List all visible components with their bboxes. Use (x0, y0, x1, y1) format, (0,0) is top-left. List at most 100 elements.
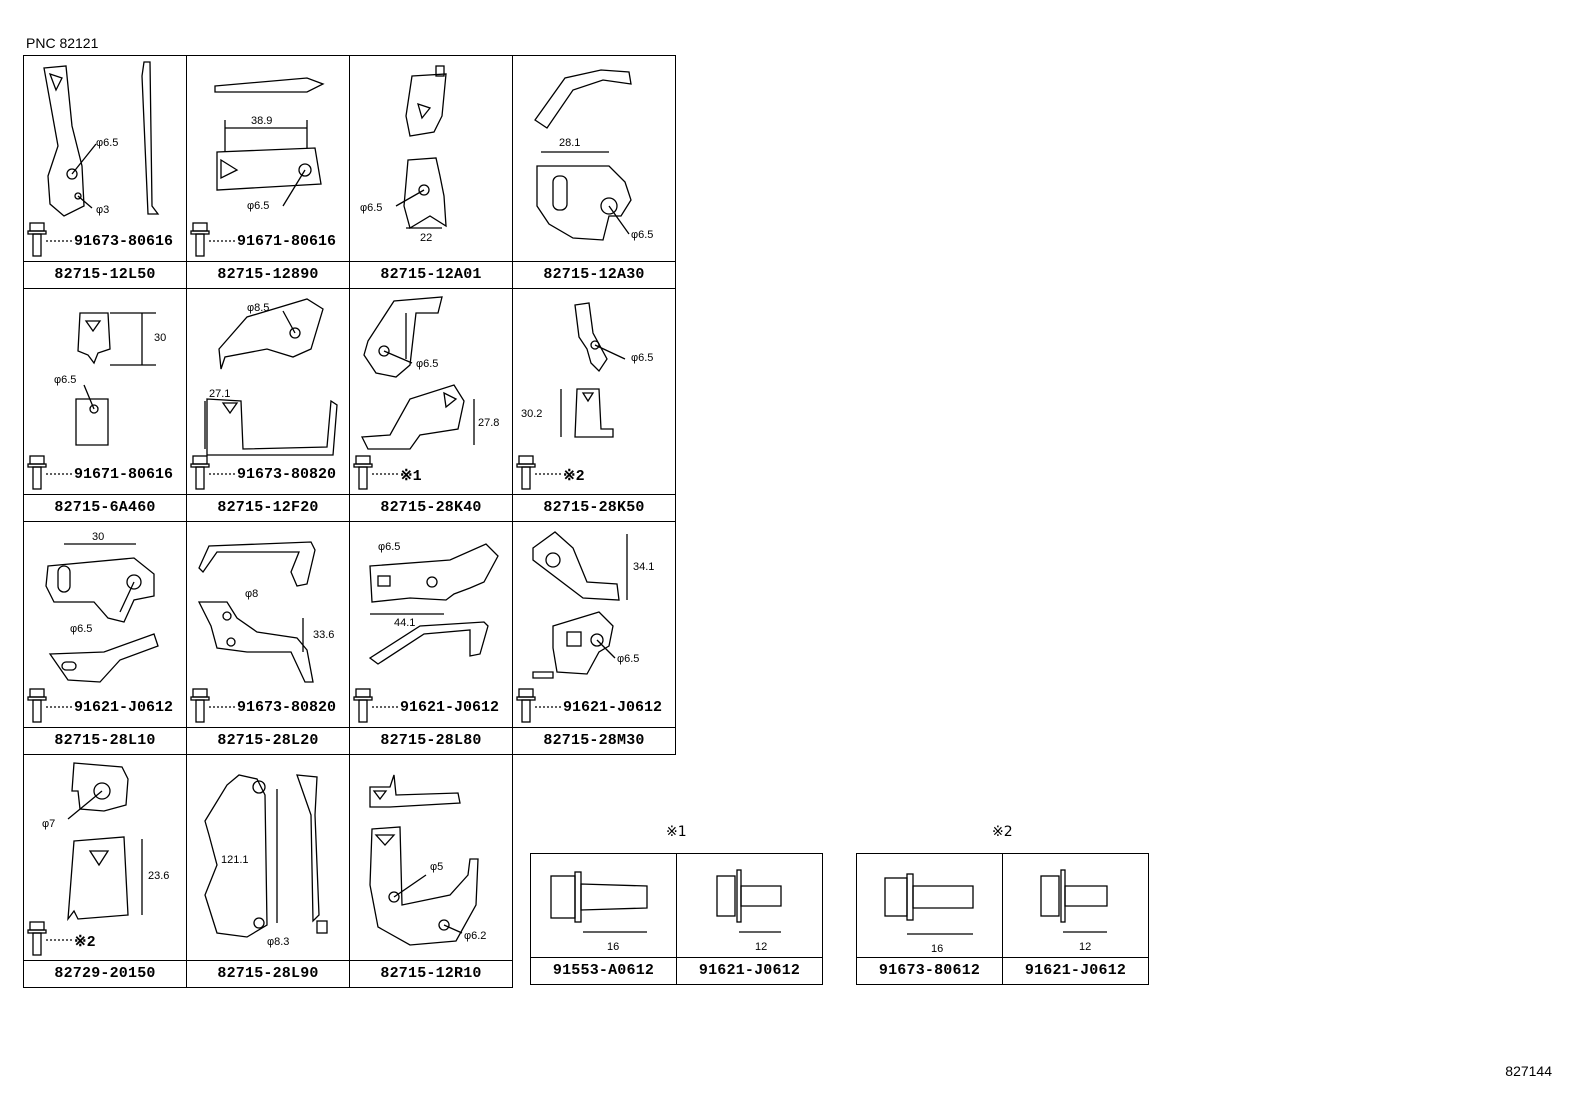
dim-label: φ6.5 (631, 352, 653, 364)
part-cell[interactable]: 30 φ6.5 91671-80616 82715-6A460 (23, 288, 187, 522)
dim-label: 27.8 (478, 417, 499, 429)
dim-label: 30 (92, 531, 104, 543)
dim-label: 30.2 (521, 408, 542, 420)
bolt-number: ※2 (74, 932, 96, 951)
parts-grid: φ6.5 φ3 91673-80616 82715-12L50 38.9 φ6.… (23, 55, 676, 988)
part-number[interactable]: 82715-12A30 (513, 261, 675, 288)
part-number[interactable]: 82729-20150 (24, 960, 186, 987)
dim-label: 27.1 (209, 388, 230, 400)
part-number[interactable]: 82715-28L20 (187, 727, 349, 754)
part-number[interactable]: 82715-12890 (187, 261, 349, 288)
bracket-drawing: φ6.5 44.1 (368, 541, 499, 665)
kit-item[interactable]: 12 91621-J0612 (1002, 853, 1149, 985)
part-cell[interactable]: φ7 23.6 ※2 82729-20150 (23, 754, 187, 988)
bolt-icon (27, 455, 74, 490)
part-cell[interactable]: 34.1 φ6.5 91621-J0612 82715-28M30 (512, 521, 676, 755)
dim-label: 28.1 (559, 137, 580, 149)
part-cell[interactable]: φ6.5 30.2 ※2 82715-28K50 (512, 288, 676, 522)
part-number[interactable]: 82715-28K50 (513, 494, 675, 521)
part-cell[interactable]: φ6.5 27.8 ※1 82715-28K40 (349, 288, 513, 522)
dim-label: φ6.5 (70, 623, 92, 635)
dim-label: φ5 (430, 861, 443, 873)
part-number[interactable]: 82715-28M30 (513, 727, 675, 754)
kit-item[interactable]: 16 91673-80612 (856, 853, 1003, 985)
bolt-number: 91671-80616 (74, 466, 174, 483)
part-cell[interactable]: φ6.5 44.1 91621-J0612 82715-28L80 (349, 521, 513, 755)
part-cell[interactable]: φ8.5 27.1 91673-80820 82715-12F20 (186, 288, 350, 522)
part-number[interactable]: 82715-6A460 (24, 494, 186, 521)
dim-label: φ7 (42, 818, 55, 830)
bolt-number: 91621-J0612 (74, 699, 174, 716)
bolt-icon (516, 688, 563, 723)
part-number[interactable]: 91553-A0612 (531, 957, 676, 984)
dim-label: 16 (931, 943, 943, 955)
dim-label: φ6.5 (617, 653, 639, 665)
dim-label: 12 (755, 941, 767, 953)
bracket-drawing: φ6.5 22 (360, 65, 447, 244)
part-cell[interactable]: 38.9 φ6.5 91671-80616 82715-12890 (186, 55, 350, 289)
bolt-number: ※2 (563, 466, 585, 485)
kit-item[interactable]: 12 91621-J0612 (676, 853, 823, 985)
part-number[interactable]: 82715-28L90 (187, 960, 349, 987)
dim-label: φ3 (96, 204, 109, 216)
flange-bolt-icon: 16 (550, 871, 648, 953)
dim-label: φ6.5 (416, 358, 438, 370)
part-cell[interactable]: φ6.5 φ3 91673-80616 82715-12L50 (23, 55, 187, 289)
bolt-number: 91673-80820 (237, 466, 337, 483)
bolt-number: 91673-80820 (237, 699, 337, 716)
bolt-icon (353, 688, 400, 723)
bracket-drawing: φ8.5 27.1 (204, 298, 338, 456)
dim-label: 23.6 (148, 870, 169, 882)
bracket-drawing: φ6.5 φ3 (43, 61, 160, 217)
bracket-drawing: φ6.5 30.2 (521, 302, 653, 438)
dim-label: φ6.5 (378, 541, 400, 553)
bolt-number: 91671-80616 (237, 233, 337, 250)
bracket-drawing: 121.1 φ8.3 (204, 774, 328, 948)
part-cell[interactable]: φ6.5 22 82715-12A01 (349, 55, 513, 289)
dim-label: 38.9 (251, 115, 272, 127)
part-cell[interactable]: φ8 33.6 91673-80820 82715-28L20 (186, 521, 350, 755)
part-cell[interactable]: 30 φ6.5 91621-J0612 82715-28L10 (23, 521, 187, 755)
bracket-drawing: φ8 33.6 (197, 541, 334, 683)
bolt-number: 91621-J0612 (563, 699, 663, 716)
washer-bolt-icon: 12 (716, 869, 782, 953)
bracket-drawing: 34.1 φ6.5 (532, 531, 654, 679)
reference-code: 827144 (1505, 1063, 1552, 1079)
bolt-icon (27, 688, 74, 723)
dim-label: φ8 (245, 588, 258, 600)
flange-bolt-icon: 16 (884, 873, 974, 955)
dim-label: 30 (154, 332, 166, 344)
dim-label: φ6.5 (54, 374, 76, 386)
kit-item[interactable]: 16 91553-A0612 (530, 853, 677, 985)
part-number[interactable]: 82715-12L50 (24, 261, 186, 288)
part-number[interactable]: 82715-28L10 (24, 727, 186, 754)
dim-label: 33.6 (313, 629, 334, 641)
part-number[interactable]: 82715-12A01 (350, 261, 512, 288)
part-number[interactable]: 82715-28K40 (350, 494, 512, 521)
part-cell[interactable]: 28.1 φ6.5 82715-12A30 (512, 55, 676, 289)
bolt-icon (27, 921, 74, 956)
dim-label: φ6.5 (96, 137, 118, 149)
dim-label: 44.1 (394, 617, 415, 629)
washer-bolt-icon: 12 (1040, 869, 1108, 953)
part-number[interactable]: 82715-12F20 (187, 494, 349, 521)
bolt-number: 91621-J0612 (400, 699, 500, 716)
part-number[interactable]: 82715-28L80 (350, 727, 512, 754)
bolt-number: 91673-80616 (74, 233, 174, 250)
kit-label: ※1 (666, 824, 687, 840)
part-number[interactable]: 82715-12R10 (350, 960, 512, 987)
bolt-icon (190, 688, 237, 723)
bolt-kit: 16 91553-A0612 12 91621-J0612 (530, 853, 823, 985)
bracket-drawing: 38.9 φ6.5 (214, 77, 325, 212)
bracket-drawing: φ7 23.6 (42, 762, 169, 922)
part-number[interactable]: 91621-J0612 (1003, 957, 1148, 984)
dim-label: φ6.5 (360, 202, 382, 214)
dim-label: 121.1 (221, 854, 249, 866)
part-number[interactable]: 91673-80612 (857, 957, 1002, 984)
part-cell[interactable]: φ5 φ6.2 82715-12R10 (349, 754, 513, 988)
pnc-label: PNC 82121 (26, 35, 99, 51)
part-cell[interactable]: 121.1 φ8.3 82715-28L90 (186, 754, 350, 988)
bracket-drawing: φ5 φ6.2 (369, 774, 486, 946)
bracket-drawing: 28.1 φ6.5 (534, 69, 653, 241)
part-number[interactable]: 91621-J0612 (677, 957, 822, 984)
